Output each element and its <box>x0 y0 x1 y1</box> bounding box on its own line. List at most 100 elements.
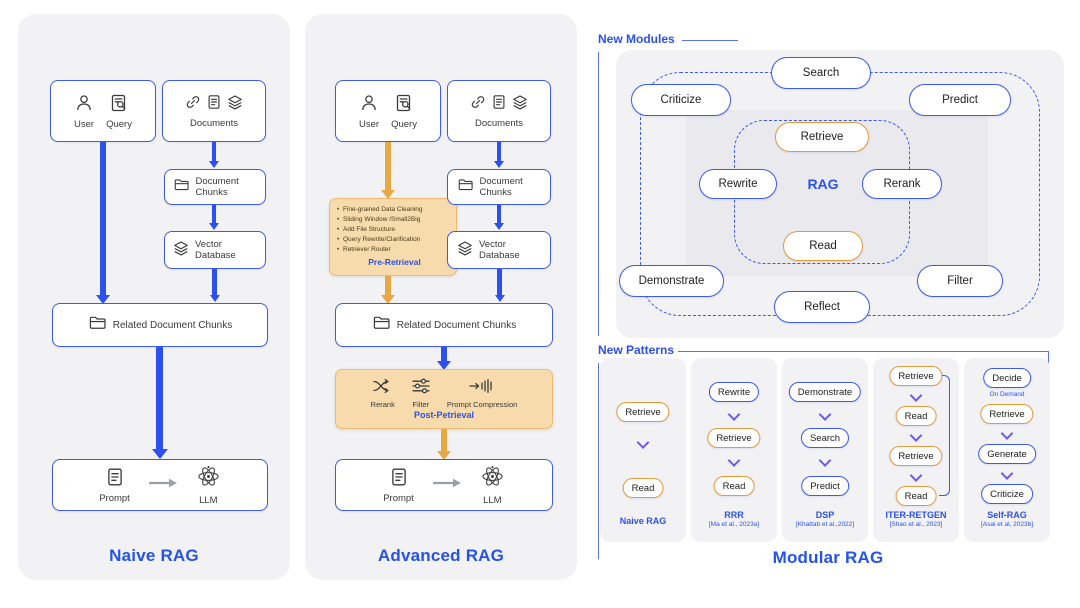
pre-retrieval-item: Retriever Router <box>337 245 452 255</box>
folder-icon <box>372 314 391 336</box>
chevron-down-icon <box>909 469 923 482</box>
flow-arrow <box>497 269 502 295</box>
post-retrieval-box: Rerank Filter Prompt Compression Post-Pe… <box>335 369 553 429</box>
pre-retrieval-item: Add File Structure <box>337 225 452 235</box>
rerank-label: Rerank <box>370 400 395 409</box>
chevron-down-icon <box>818 408 832 421</box>
chevron-down-icon <box>818 454 832 467</box>
step-pill: Decide <box>983 368 1031 388</box>
chevron-down-icon <box>1000 467 1014 480</box>
step-pill: Demonstrate <box>788 382 862 402</box>
vector-database-box: Vector Database <box>447 231 551 269</box>
prompt-label: Prompt <box>99 492 130 504</box>
decorative-line <box>598 52 599 336</box>
step-pill: Retrieve <box>889 366 943 386</box>
documents-label: Documents <box>189 117 239 129</box>
step-pill: Predict <box>801 476 849 496</box>
pre-retrieval-item: Sliding Window /Small2Big <box>337 215 452 225</box>
step-pill: Read <box>895 406 937 426</box>
new-patterns-label: New Patterns <box>598 343 675 357</box>
folder-icon <box>173 177 190 197</box>
module-reflect: Reflect <box>774 291 870 323</box>
chevron-down-icon <box>727 408 741 421</box>
user-label: User <box>74 118 95 130</box>
module-retrieve: Retrieve <box>775 122 869 152</box>
chevron-down-icon <box>909 429 923 442</box>
document-icon <box>206 94 222 115</box>
link-icon <box>470 94 486 115</box>
module-rewrite: Rewrite <box>699 169 777 199</box>
arrow-right-icon <box>146 476 180 494</box>
layers-icon <box>173 240 189 261</box>
arrow-right-icon <box>430 476 464 494</box>
chevron-down-icon <box>727 454 741 467</box>
decorative-line <box>598 363 599 559</box>
folder-icon <box>457 177 474 197</box>
step-pill: Retrieve <box>616 402 670 422</box>
folder-icon <box>88 314 107 336</box>
panel-title-modular: Modular RAG <box>772 548 884 567</box>
layers-icon <box>457 240 473 261</box>
atom-icon <box>196 464 221 494</box>
flow-arrow <box>497 205 501 223</box>
pattern-rrr: Rewrite Retrieve Read RRR [Ma et al., 20… <box>691 358 777 542</box>
pre-retrieval-list: Fine-grained Data Cleaning Sliding Windo… <box>337 205 452 255</box>
step-pill: Search <box>800 428 850 448</box>
prompt-llm-box: Prompt LLM <box>52 459 268 511</box>
person-icon <box>359 93 379 118</box>
link-icon <box>185 94 201 115</box>
pattern-self-rag: Decide On Demand Retrieve Generate Criti… <box>964 358 1050 542</box>
sliders-icon <box>411 378 431 399</box>
shuffle-icon <box>372 378 394 399</box>
layers-icon <box>512 94 528 115</box>
modular-rag-section: New Modules Search Criticize Predict Ret… <box>590 14 1066 580</box>
pattern-name: RRR <box>724 510 744 520</box>
prompt-document-icon <box>105 467 125 492</box>
step-pill: Read <box>622 478 664 498</box>
new-modules-area: Search Criticize Predict Retrieve Rewrit… <box>616 50 1064 338</box>
post-retrieval-label: Post-Petrieval <box>413 410 475 420</box>
loop-arrow <box>939 375 950 496</box>
step-pill: Read <box>895 486 937 506</box>
step-pill: Rewrite <box>708 382 760 402</box>
chevron-down-icon <box>636 436 650 449</box>
chevron-down-icon <box>1000 427 1014 440</box>
llm-label: LLM <box>483 495 502 506</box>
module-read: Read <box>783 231 863 261</box>
module-rerank: Rerank <box>862 169 942 199</box>
documents-label: Documents <box>474 117 524 129</box>
document-search-icon <box>394 93 414 118</box>
user-label: User <box>359 118 380 130</box>
flow-arrow <box>212 142 216 161</box>
pre-retrieval-item: Query Rewrite/Clarification <box>337 235 452 245</box>
document-icon <box>491 94 507 115</box>
decorative-line <box>678 351 1048 352</box>
atom-icon <box>480 464 505 494</box>
pattern-citation: [Shao et al., 2023] <box>889 521 943 528</box>
pattern-iter-retgen: Retrieve Read Retrieve Read ITER-RETGEN … <box>873 358 959 542</box>
flow-arrow-orange <box>385 142 391 190</box>
query-label: Query <box>391 118 417 130</box>
pattern-name: ITER-RETGEN <box>885 510 947 520</box>
step-pill: Generate <box>978 444 1036 464</box>
vector-database-label: Vector Database <box>195 238 236 261</box>
llm-label: LLM <box>199 495 218 506</box>
user-query-box: User Query <box>50 80 156 142</box>
related-chunks-label: Related Document Chunks <box>112 319 233 331</box>
document-chunks-label: Document Chunks <box>195 175 239 198</box>
pattern-naive-rag: Retrieve Read Naive RAG <box>600 358 686 542</box>
panel-title-advanced: Advanced RAG <box>377 546 505 565</box>
vector-database-label: Vector Database <box>479 238 520 261</box>
pattern-dsp: Demonstrate Search Predict DSP [Khattab … <box>782 358 868 542</box>
pre-retrieval-label: Pre-Retrieval <box>368 257 421 268</box>
pattern-name: Self-RAG <box>987 510 1027 520</box>
flow-arrow <box>212 205 216 223</box>
step-pill: Retrieve <box>889 446 943 466</box>
prompt-label: Prompt <box>383 492 414 504</box>
module-search: Search <box>771 57 871 89</box>
pattern-name: DSP <box>815 510 835 520</box>
module-demonstrate: Demonstrate <box>619 265 724 297</box>
chevron-down-icon <box>909 389 923 402</box>
module-predict: Predict <box>909 84 1011 116</box>
